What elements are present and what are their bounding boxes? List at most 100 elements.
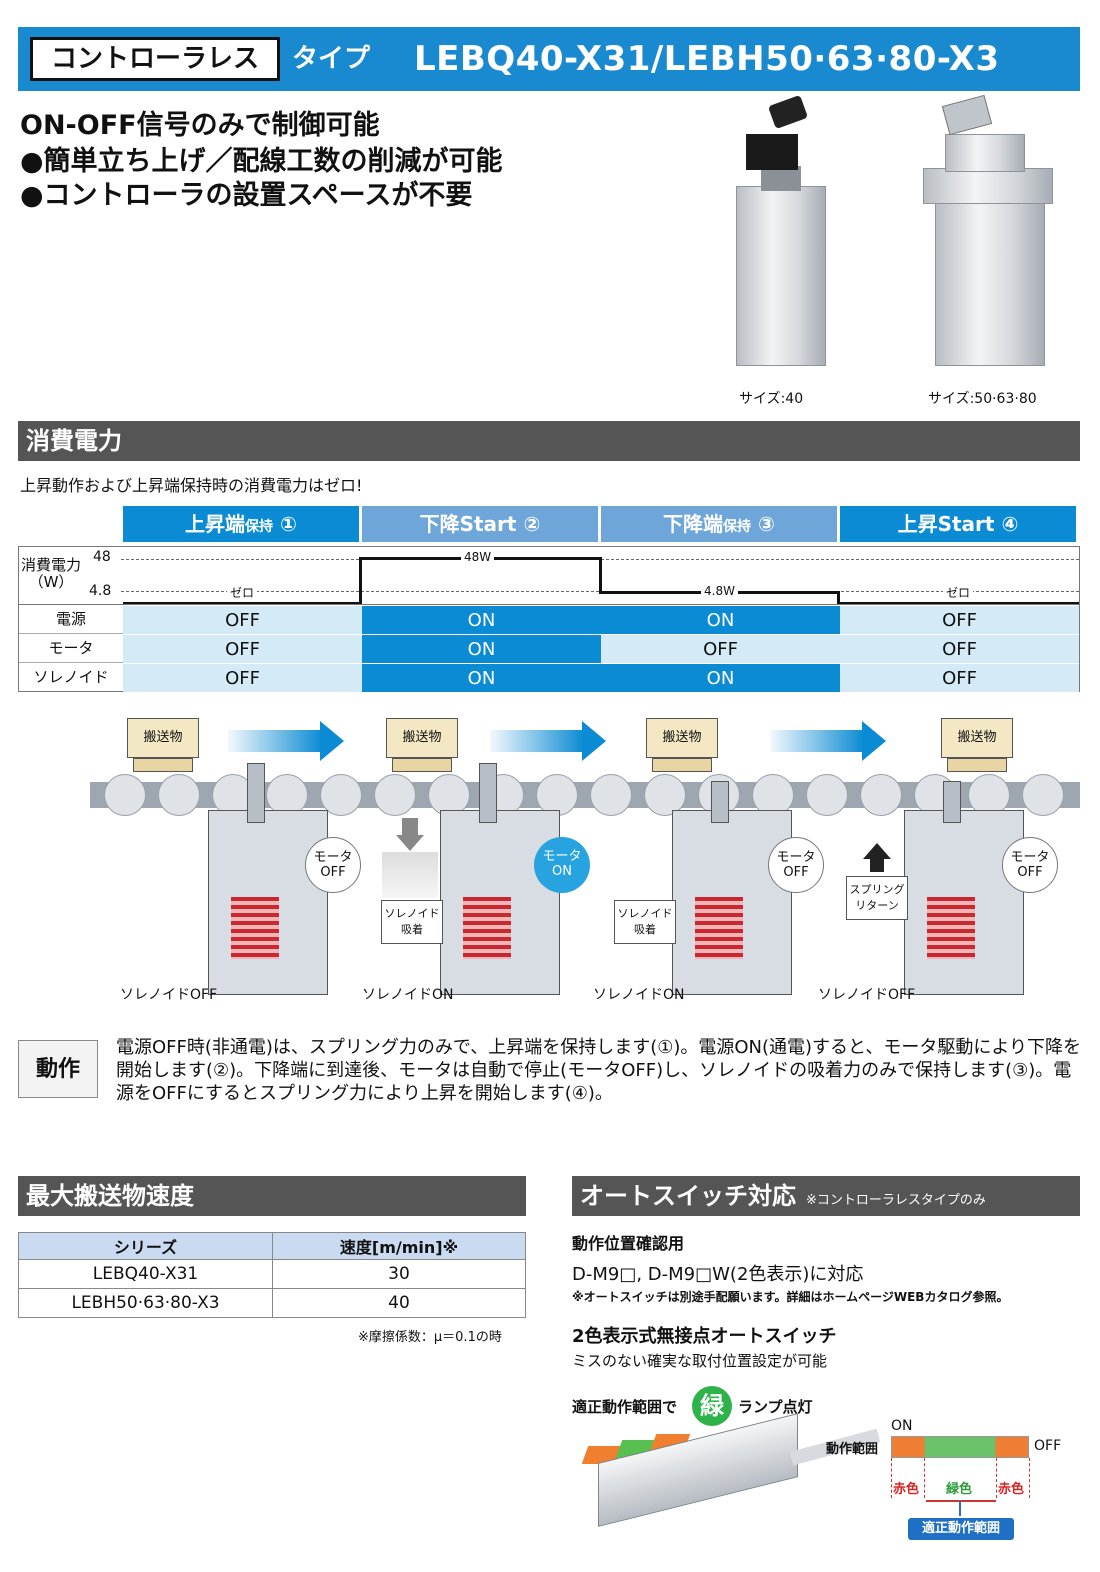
range-green: 緑色 xyxy=(946,1482,973,1497)
note-solenoid-3: ソレノイド 吸着 xyxy=(614,900,676,944)
range-off-label: OFF xyxy=(1034,1438,1062,1454)
as-sub1: 動作位置確認用 xyxy=(572,1234,685,1253)
section-consumption-header: 消費電力 xyxy=(18,421,1080,461)
phase-head-3: 下降端保持 ③ xyxy=(601,506,837,542)
motion-blur xyxy=(382,852,438,898)
caption-size-40: サイズ:40 xyxy=(739,391,804,407)
solenoid-label-3: ソレノイドON xyxy=(593,987,685,1003)
conveyor-roller xyxy=(158,774,200,816)
solenoid-label-4: ソレノイドOFF xyxy=(818,987,916,1003)
table-row: LEBQ40-X31 30 xyxy=(18,1259,526,1289)
state-table: 電源 モータ ソレノイド OFF ON ON OFF OFF ON OFF OF… xyxy=(18,604,1080,692)
section-autoswitch-note: ※コントローラレスタイプのみ xyxy=(806,1193,986,1208)
flow-arrow-3 xyxy=(770,730,864,752)
flow-arrow-1 xyxy=(228,730,322,752)
flow-arrow-head-1 xyxy=(320,721,344,761)
cell-motor-3: OFF xyxy=(601,634,840,663)
flow-arrow-2 xyxy=(490,730,584,752)
headline-3: ●コントローラの設置スペースが不要 xyxy=(20,180,473,211)
range-on-label: ON xyxy=(891,1418,913,1434)
phase-4-main: 上昇Start xyxy=(897,512,995,536)
power-label: 消費電力 （W） xyxy=(21,556,82,591)
down-arrow-icon xyxy=(396,835,424,851)
speed-table: シリーズ 速度[m/min]※ LEBQ40-X31 30 LEBH50·63·… xyxy=(18,1232,526,1318)
conveyor-roller xyxy=(968,774,1010,816)
phase-2-main: 下降Start xyxy=(419,512,517,536)
cell-power-1: OFF xyxy=(123,605,362,634)
phase-3-sub: 保持 xyxy=(723,519,752,535)
operation-label: 動作 xyxy=(18,1040,98,1098)
range-red-1: 赤色 xyxy=(893,1482,920,1497)
machine-2 xyxy=(440,763,560,995)
as-sub2: 2色表示式無接点オートスイッチ xyxy=(572,1326,837,1347)
conveyor-roller xyxy=(806,774,848,816)
conveyor-roller xyxy=(752,774,794,816)
headline-1: ON-OFF信号のみで制御可能 xyxy=(20,110,380,141)
cargo-4: 搬送物 xyxy=(941,718,1013,772)
section-autoswitch-title: オートスイッチ対応 xyxy=(580,1182,796,1210)
phase-3-main: 下降端 xyxy=(663,512,724,536)
phase-3-num: ③ xyxy=(758,512,775,536)
phase-1-num: ① xyxy=(280,512,297,536)
power-value-3: 4.8W xyxy=(701,584,738,598)
row-2-speed: 40 xyxy=(272,1288,526,1318)
consumption-description: 上昇動作および上昇端保持時の消費電力はゼロ! xyxy=(20,476,363,495)
row-label-power: 電源 xyxy=(19,605,123,634)
note-spring-return: スプリング リターン xyxy=(846,876,908,920)
down-arrow-shaft xyxy=(402,818,418,836)
solenoid-label-1: ソレノイドOFF xyxy=(120,987,218,1003)
as-models: D-M9□, D-M9□W(2色表示)に対応 xyxy=(572,1264,864,1285)
range-label: 動作範囲 xyxy=(826,1442,879,1457)
machine-1 xyxy=(208,763,328,995)
section-autoswitch-header: オートスイッチ対応 ※コントローラレスタイプのみ xyxy=(572,1176,1080,1216)
cell-solenoid-3: ON xyxy=(601,663,840,692)
table-row: LEBH50·63·80-X3 40 xyxy=(18,1288,526,1318)
range-bar xyxy=(891,1436,1029,1458)
flow-arrow-head-2 xyxy=(582,721,606,761)
power-graph: 消費電力 （W） 48 4.8 ゼロ 48W 4.8W ゼロ xyxy=(18,546,1080,605)
phase-head-4: 上昇Start ④ xyxy=(840,506,1076,542)
cell-power-2: ON xyxy=(362,605,601,634)
machine-3 xyxy=(672,781,792,995)
cargo-3: 搬送物 xyxy=(646,718,718,772)
row-label-motor: モータ xyxy=(19,634,123,663)
speed-table-header: シリーズ 速度[m/min]※ xyxy=(18,1232,526,1260)
cell-power-3: ON xyxy=(601,605,840,634)
axis-48-low: 4.8 xyxy=(89,583,112,599)
axis-48: 48 xyxy=(93,549,111,565)
col-speed: 速度[m/min]※ xyxy=(272,1232,526,1260)
up-arrow-shaft xyxy=(870,858,884,872)
cargo-2: 搬送物 xyxy=(386,718,458,772)
range-red-2: 赤色 xyxy=(998,1482,1025,1497)
as-note: ※オートスイッチは別途手配願います。詳細はホームページWEBカタログ参照。 xyxy=(572,1290,1009,1304)
flow-arrow-head-3 xyxy=(862,721,886,761)
conveyor-roller xyxy=(104,774,146,816)
note-solenoid-2: ソレノイド 吸着 xyxy=(381,900,443,944)
cell-solenoid-4: OFF xyxy=(840,663,1079,692)
title-box: コントローラレス xyxy=(30,37,280,81)
cell-power-4: OFF xyxy=(840,605,1079,634)
conveyor-roller xyxy=(374,774,416,816)
col-series: シリーズ xyxy=(18,1232,273,1260)
phase-head-2: 下降Start ② xyxy=(362,506,598,542)
cell-motor-2: ON xyxy=(362,634,601,663)
solenoid-label-2: ソレノイドON xyxy=(362,987,454,1003)
phase-2-num: ② xyxy=(523,512,541,536)
speed-note: ※摩擦係数：μ＝0.1の時 xyxy=(358,1330,502,1345)
conveyor-roller xyxy=(536,774,578,816)
up-arrow-icon xyxy=(863,843,891,859)
headline-2: ●簡単立ち上げ／配線工数の削減が可能 xyxy=(20,146,503,177)
title-model: LEBQ40-X31/LEBH50·63·80-X3 xyxy=(414,39,1000,79)
section-speed-header: 最大搬送物速度 xyxy=(18,1176,526,1216)
power-value-4: ゼロ xyxy=(943,584,974,601)
phase-1-main: 上昇端 xyxy=(185,512,246,536)
lamp-green-badge: 緑 xyxy=(692,1386,732,1426)
conveyor-roller xyxy=(644,774,686,816)
conveyor-roller xyxy=(320,774,362,816)
lamp-prefix: 適正動作範囲で xyxy=(572,1398,678,1416)
product-image-50 xyxy=(915,94,1060,371)
conveyor-roller xyxy=(860,774,902,816)
